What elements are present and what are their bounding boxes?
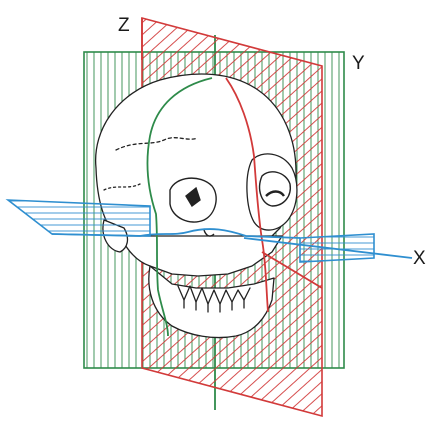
coronal-midline <box>146 77 213 337</box>
x-axis-line <box>243 237 413 259</box>
x-axis-label: X <box>413 248 426 269</box>
orbit-features <box>169 171 291 237</box>
y-axis-label: Y <box>352 53 365 74</box>
sagittal-midline <box>225 77 323 313</box>
axial-plane <box>5 199 413 263</box>
z-axis-label: Z <box>118 15 130 36</box>
